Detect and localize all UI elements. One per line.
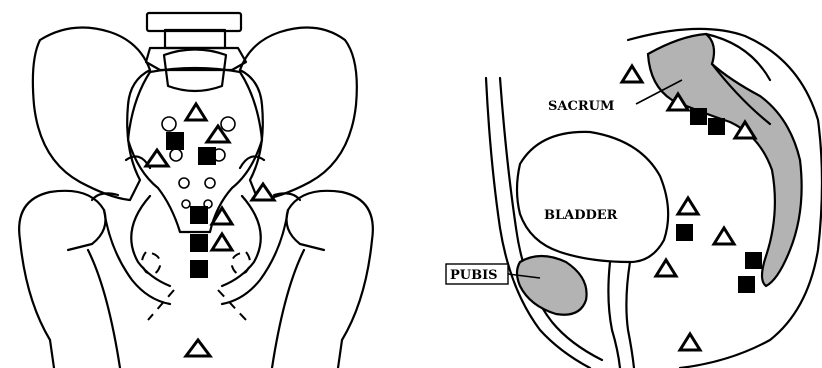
- square-marker: [190, 206, 208, 224]
- square-marker: [676, 224, 693, 241]
- triangle-marker: [146, 150, 168, 166]
- lumbar-vertebra: [146, 13, 246, 91]
- sacrum-highlight: [648, 34, 802, 286]
- triangle-marker: [207, 126, 229, 142]
- pubis-highlight: [517, 256, 587, 315]
- square-marker: [738, 276, 755, 293]
- anterior-pelvis-view: [19, 13, 373, 368]
- triangle-marker: [186, 340, 210, 356]
- square-marker: [745, 252, 762, 269]
- bladder-label: BLADDER: [544, 208, 618, 223]
- triangle-marker: [680, 334, 700, 350]
- square-marker: [190, 260, 208, 278]
- triangle-marker: [678, 198, 698, 214]
- pubis-label: PUBIS: [450, 268, 498, 283]
- triangle-marker: [714, 228, 734, 244]
- triangle-marker: [622, 66, 642, 82]
- triangle-marker: [186, 104, 206, 120]
- square-marker: [198, 147, 216, 165]
- sacrum-label: SACRUM: [548, 99, 614, 114]
- square-marker: [190, 234, 208, 252]
- triangle-marker: [656, 260, 676, 276]
- square-marker: [708, 118, 725, 135]
- bladder-outline: [517, 132, 668, 262]
- triangle-marker: [212, 234, 232, 250]
- square-marker: [690, 108, 707, 125]
- square-marker: [166, 132, 184, 150]
